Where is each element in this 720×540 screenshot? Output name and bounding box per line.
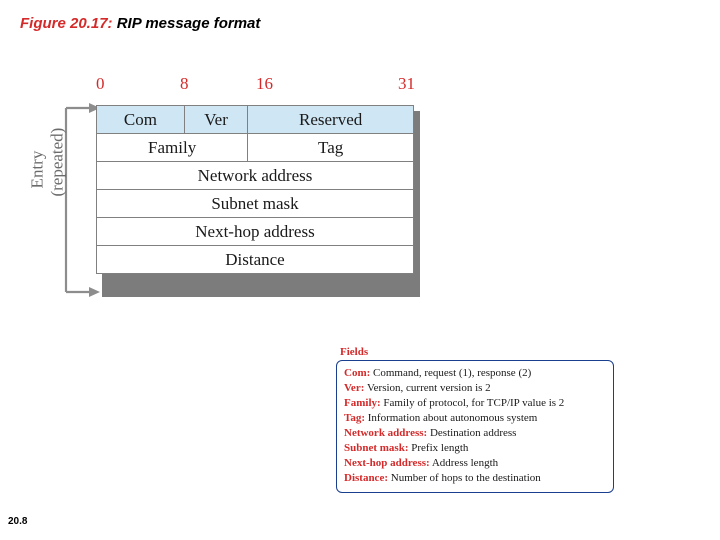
field-cell-tag: Tag (247, 133, 414, 162)
field-cell-next-hop-address: Next-hop address (96, 217, 414, 246)
table-row: Network address (96, 161, 414, 190)
legend-item-subnet-mask: Subnet mask: Prefix length (344, 441, 606, 456)
legend-desc-distance: Number of hops to the destination (390, 472, 541, 484)
bit-tick-31: 31 (398, 74, 415, 93)
figure-label: Figure 20.17: (20, 15, 113, 32)
bit-tick-16: 16 (256, 74, 273, 93)
entry-label-line1: Entry (27, 150, 47, 189)
field-cell-ver: Ver (183, 105, 249, 134)
field-cell-network-address: Network address (96, 161, 414, 190)
legend-term-distance: Distance: (344, 472, 388, 484)
legend-desc-com: Command, request (1), response (2) (373, 367, 532, 379)
table-row: Subnet mask (96, 189, 414, 218)
legend-desc-subnet-mask: Prefix length (411, 442, 469, 454)
table-row: Family Tag (95, 133, 414, 162)
legend-item-next-hop-address: Next-hop address: Address length (344, 456, 606, 471)
legend-desc-tag: Information about autonomous system (367, 412, 538, 424)
legend-term-family: Family: (344, 397, 381, 409)
legend-item-network-address: Network address: Destination address (344, 426, 606, 441)
page-title: Figure 20.17: RIP message format (20, 15, 260, 32)
legend-item-distance: Distance: Number of hops to the destinat… (344, 471, 606, 486)
field-cell-reserved: Reserved (247, 105, 414, 134)
legend-desc-next-hop-address: Address length (431, 457, 499, 469)
page-number: 20.8 (8, 516, 28, 527)
legend-item-tag: Tag: Information about autonomous system (344, 411, 606, 426)
legend-item-ver: Ver: Version, current version is 2 (344, 381, 606, 396)
rip-field-table: Com Ver Reserved Family Tag Network addr… (95, 105, 414, 274)
legend-term-network-address: Network address: (344, 427, 428, 439)
legend-term-tag: Tag: (344, 412, 365, 424)
figure-caption: RIP message format (116, 15, 261, 32)
bit-tick-0: 0 (96, 74, 105, 93)
field-cell-subnet-mask: Subnet mask (96, 189, 414, 218)
entry-repeated-bracket (64, 103, 100, 297)
entry-label-line2: (repeated) (47, 127, 66, 197)
legend-term-next-hop-address: Next-hop address: (344, 457, 430, 469)
legend-item-com: Com: Command, request (1), response (2) (344, 366, 606, 381)
table-row: Com Ver Reserved (96, 105, 414, 134)
legend-desc-family: Family of protocol, for TCP/IP value is … (383, 397, 565, 409)
field-cell-family: Family (95, 133, 249, 162)
field-cell-com: Com (96, 105, 185, 134)
legend-desc-network-address: Destination address (429, 427, 517, 439)
legend-term-ver: Ver: (344, 382, 365, 394)
legend-term-subnet-mask: Subnet mask: (344, 442, 409, 454)
field-cell-distance: Distance (96, 245, 414, 274)
legend-item-family: Family: Family of protocol, for TCP/IP v… (344, 396, 606, 411)
fields-legend-box: Com: Command, request (1), response (2) … (336, 360, 614, 493)
table-row: Next-hop address (96, 217, 414, 246)
entry-repeated-label: Entry (repeated) (27, 128, 66, 197)
bit-tick-8: 8 (180, 74, 189, 93)
table-row: Distance (96, 245, 414, 274)
fields-legend-heading: Fields (340, 346, 369, 358)
legend-term-com: Com: (344, 367, 371, 379)
legend-desc-ver: Version, current version is 2 (366, 382, 491, 394)
